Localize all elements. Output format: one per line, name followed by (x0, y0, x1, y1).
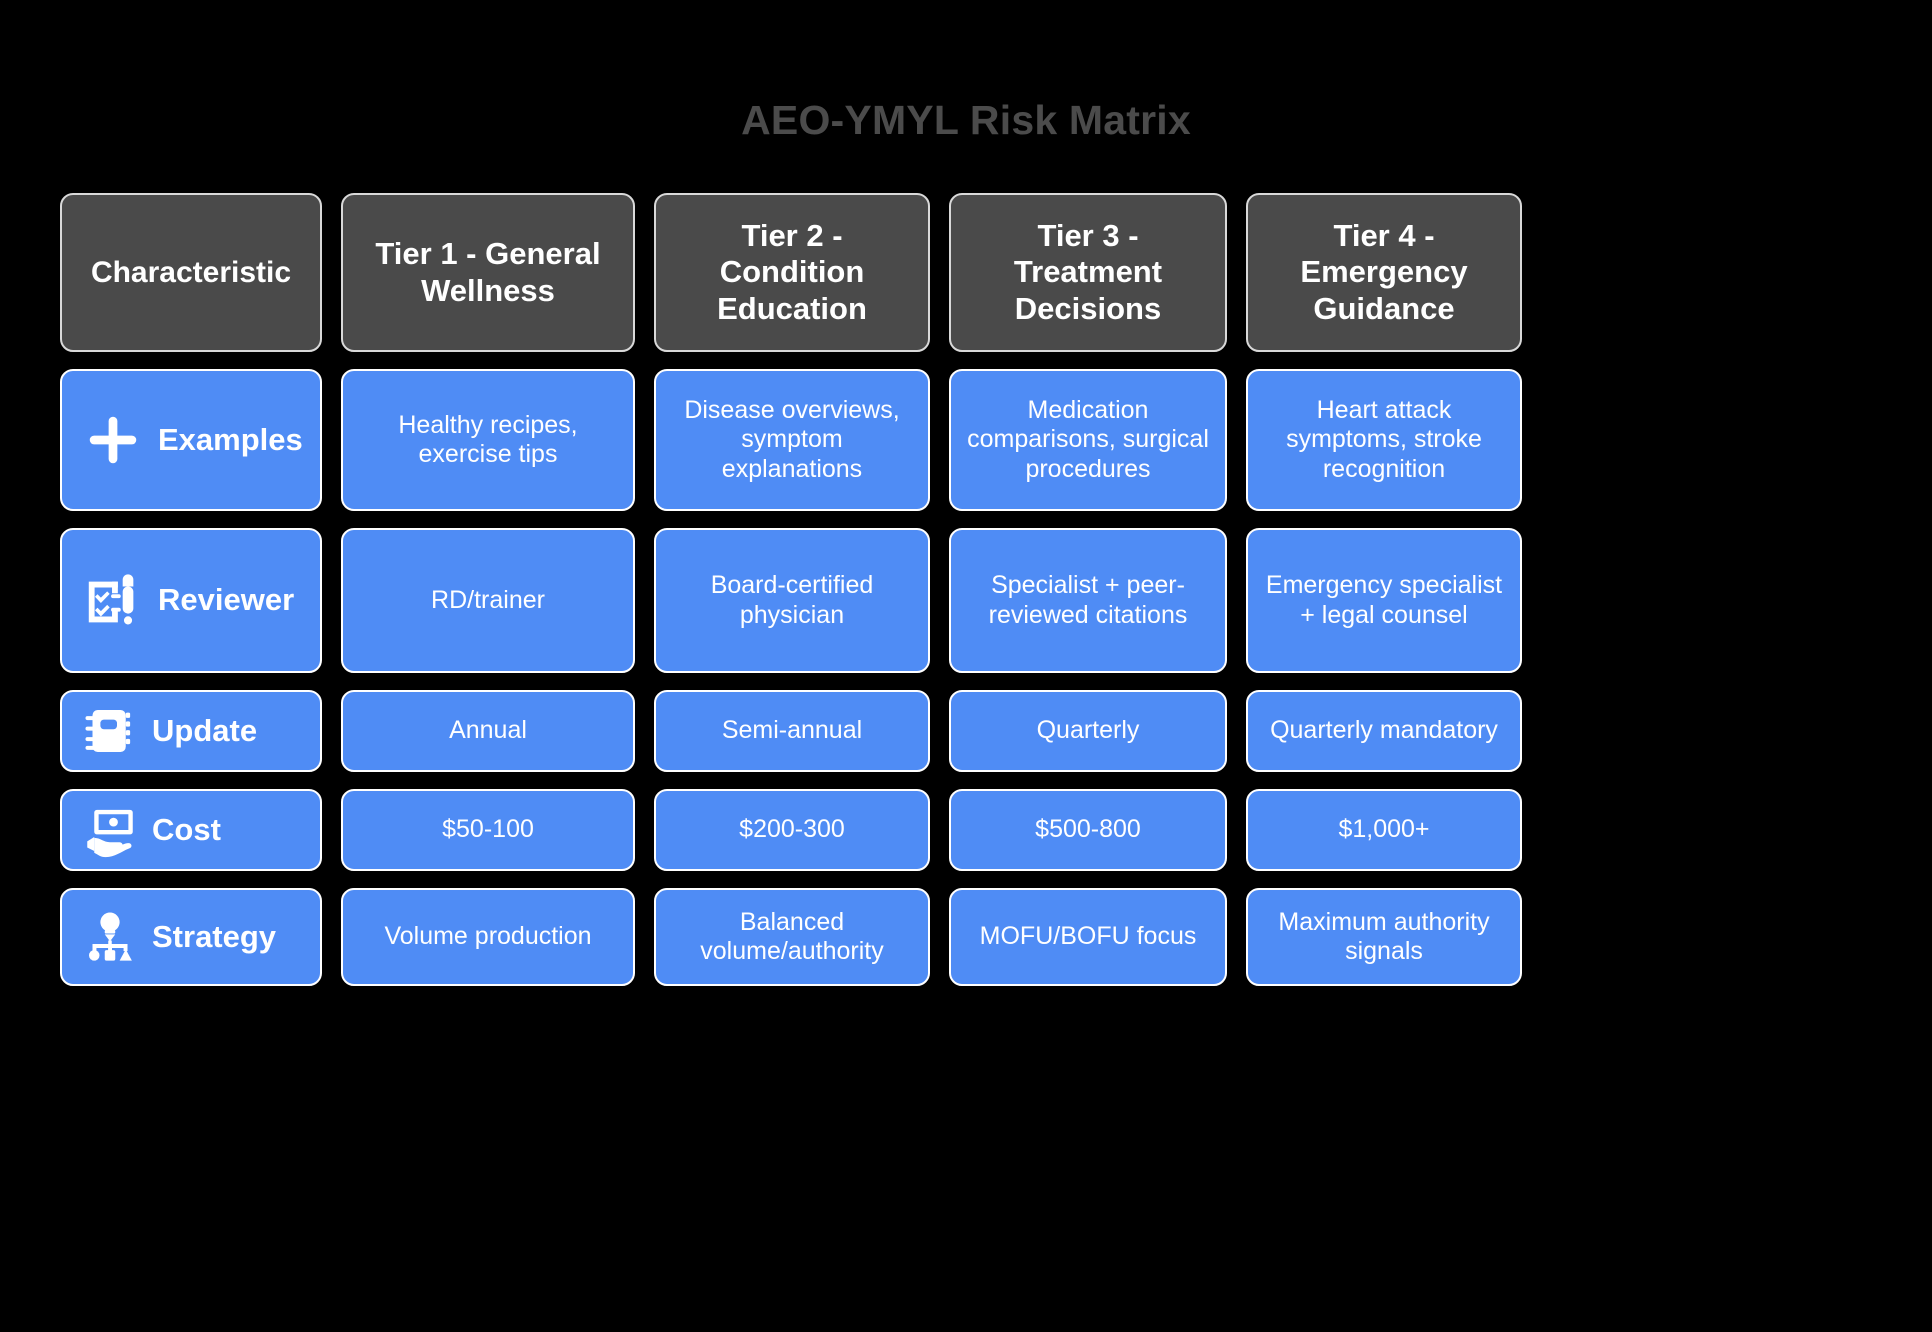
row-label-update: Update (60, 690, 322, 772)
cell-text: $1,000+ (1338, 815, 1430, 844)
row-label-reviewer-text: Reviewer (158, 582, 295, 618)
cell-text: Heart attack symptoms, stroke recognitio… (1286, 395, 1482, 483)
cell-text: Healthy recipes, exercise tips (398, 410, 578, 469)
cell-update-tier2: Semi-annual (654, 690, 930, 772)
row-label-cost: Cost (60, 789, 322, 871)
header-tier-4: Tier 4 - Emergency Guidance (1246, 193, 1522, 352)
page-title: AEO-YMYL Risk Matrix (741, 97, 1191, 143)
cell-strategy-tier2: Balanced volume/authority (654, 888, 930, 986)
cell-text: $50-100 (442, 815, 534, 844)
header-characteristic: Characteristic (60, 193, 322, 352)
cell-update-tier3: Quarterly (949, 690, 1227, 772)
hand-money-icon (82, 802, 138, 858)
notebook-icon (82, 703, 138, 759)
cell-cost-tier2: $200-300 (654, 789, 930, 871)
cell-cost-tier4: $1,000+ (1246, 789, 1522, 871)
header-tier-2-label: Tier 2 - Condition Education (717, 217, 867, 326)
cell-cost-tier3: $500-800 (949, 789, 1227, 871)
plus-icon (82, 409, 144, 471)
cell-cost-tier1: $50-100 (341, 789, 635, 871)
header-tier-4-label: Tier 4 - Emergency Guidance (1300, 217, 1468, 326)
cell-text: Semi-annual (721, 716, 863, 745)
row-label-examples: Examples (60, 369, 322, 511)
cell-text: MOFU/BOFU focus (979, 922, 1197, 951)
cell-examples-tier4: Heart attack symptoms, stroke recognitio… (1246, 369, 1522, 511)
row-label-strategy: Strategy (60, 888, 322, 986)
cell-strategy-tier3: MOFU/BOFU focus (949, 888, 1227, 986)
cell-text: Quarterly (1036, 716, 1140, 745)
row-label-strategy-text: Strategy (152, 918, 277, 954)
cell-examples-tier2: Disease overviews, symptom explanations (654, 369, 930, 511)
cell-text: Specialist + peer-reviewed citations (988, 571, 1188, 629)
cell-reviewer-tier2: Board-certified physician (654, 528, 930, 673)
header-tier-1: Tier 1 - General Wellness (341, 193, 635, 352)
row-label-update-text: Update (152, 712, 258, 748)
header-tier-2: Tier 2 - Condition Education (654, 193, 930, 352)
cell-text: Disease overviews, symptom explanations (684, 395, 900, 483)
cell-examples-tier1: Healthy recipes, exercise tips (341, 369, 635, 511)
cell-reviewer-tier4: Emergency specialist + legal counsel (1246, 528, 1522, 673)
cell-text: RD/trainer (431, 585, 545, 614)
cell-text: Annual (449, 716, 527, 745)
cell-update-tier1: Annual (341, 690, 635, 772)
cell-text: Quarterly mandatory (1270, 716, 1498, 745)
cell-text: Balanced volume/authority (700, 907, 884, 966)
header-tier-3: Tier 3 - Treatment Decisions (949, 193, 1227, 352)
cell-text: $200-300 (739, 815, 845, 844)
cell-strategy-tier4: Maximum authority signals (1246, 888, 1522, 986)
cell-text: Medication comparisons, surgical procedu… (967, 395, 1209, 483)
row-label-examples-text: Examples (158, 421, 303, 457)
cell-text: Maximum authority signals (1278, 907, 1490, 966)
row-label-cost-text: Cost (152, 811, 221, 847)
clipboard-pen-icon (82, 570, 144, 632)
cell-examples-tier3: Medication comparisons, surgical procedu… (949, 369, 1227, 511)
lightbulb-hierarchy-icon (82, 909, 138, 965)
row-label-reviewer: Reviewer (60, 528, 322, 673)
cell-text: Emergency specialist + legal counsel (1265, 571, 1503, 629)
cell-strategy-tier1: Volume production (341, 888, 635, 986)
risk-matrix-grid: Characteristic Tier 1 - General Wellness… (60, 193, 1862, 986)
cell-text: Volume production (384, 922, 592, 951)
cell-reviewer-tier3: Specialist + peer-reviewed citations (949, 528, 1227, 673)
cell-text: Board-certified physician (710, 571, 874, 629)
cell-update-tier4: Quarterly mandatory (1246, 690, 1522, 772)
header-tier-3-label: Tier 3 - Treatment Decisions (1013, 217, 1163, 326)
header-characteristic-label: Characteristic (90, 255, 292, 289)
header-tier-1-label: Tier 1 - General Wellness (375, 235, 601, 308)
cell-reviewer-tier1: RD/trainer (341, 528, 635, 673)
cell-text: $500-800 (1035, 815, 1141, 844)
